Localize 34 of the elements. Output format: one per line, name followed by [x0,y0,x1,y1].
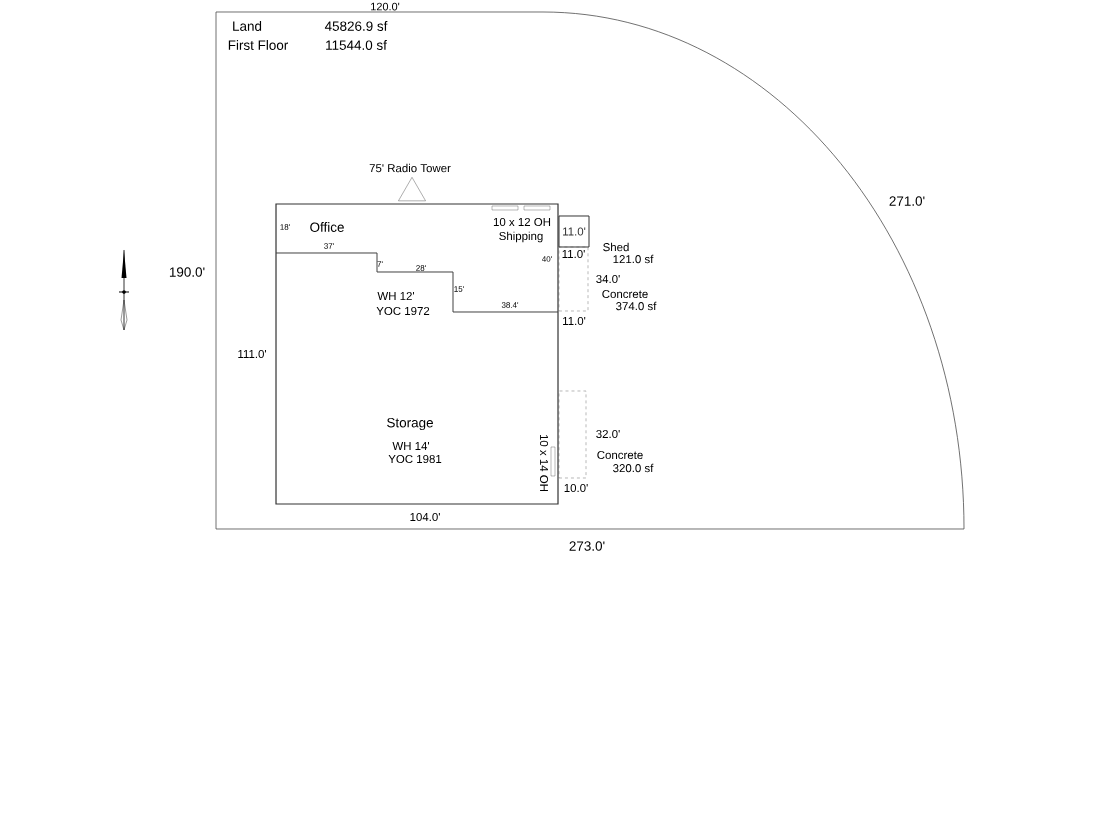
area-label: YOC 1972 [376,306,430,316]
area-label: WH 14' [392,442,429,450]
dimension-label: 120.0' [371,2,400,11]
area-label: YOC 1981 [388,454,442,464]
area-label: 11.0' [563,316,586,326]
area-label: First Floor [228,40,289,50]
shed-box: 11.0' [558,215,590,248]
area-label: 45826.9 sf [324,21,388,31]
area-label: 10 x 14 OH [539,434,549,492]
area-label: 273.0' [569,541,605,551]
area-label: Storage [387,417,433,431]
area-label: 111.0' [238,349,266,359]
area-label: 32.0' [596,429,620,439]
area-label: 320.0 sf [613,463,654,473]
area-label: 10.0' [564,483,588,493]
concrete-pad: 11.0' [558,246,589,312]
area-label: Shipping [499,231,543,243]
area-label: Shed [603,242,629,252]
area-label: 10 x 12 OH [493,217,551,227]
area-label: WH 12' [377,292,414,300]
area-label: 34.0' [596,274,620,284]
area-label: 190.0' [169,267,205,277]
area-label: Office [310,222,344,232]
area-label: Land [233,21,262,31]
radio-tower-symbol [398,177,426,202]
area-label: 104.0' [410,512,440,522]
area-label: 121.0 sf [613,254,654,264]
area-label: 75' Radio Tower [369,163,451,173]
concrete-pad [558,390,587,479]
area-label: 271.0' [889,196,925,206]
area-label: Concrete [602,289,648,299]
area-label: 374.0 sf [616,301,657,311]
area-label: 11544.0 sf [326,40,387,50]
area-label: Concrete [597,450,643,460]
